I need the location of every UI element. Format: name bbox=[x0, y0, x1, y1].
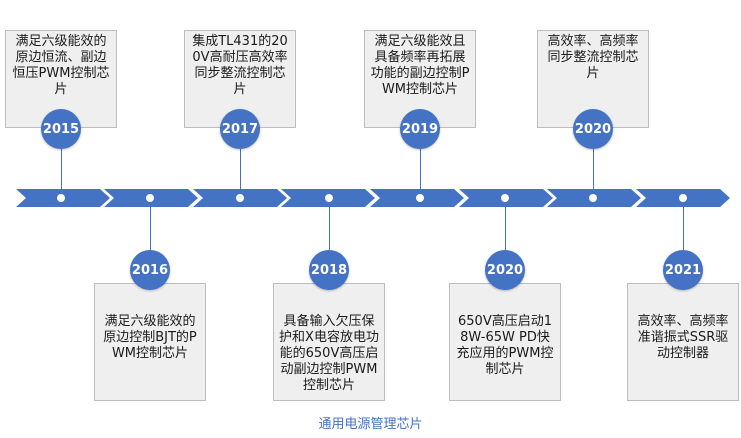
year-badge: 2018 bbox=[309, 250, 349, 290]
year-badge: 2015 bbox=[41, 109, 81, 149]
event-description: 高效率、高频率准谐振式SSR驱动控制器 bbox=[627, 283, 739, 401]
year-badge: 2016 bbox=[130, 250, 170, 290]
timeline-node-dot bbox=[325, 194, 333, 202]
event-description: 满足六级能效的原边控制BJT的PWM控制芯片 bbox=[94, 283, 206, 401]
timeline-connector bbox=[504, 198, 506, 250]
timeline-node-dot bbox=[236, 194, 244, 202]
diagram-caption: 通用电源管理芯片 bbox=[318, 417, 423, 432]
timeline-connector bbox=[419, 149, 421, 198]
event-description: 具备输入欠压保护和X电容放电功能的650V高压启动副边控制PWM控制芯片 bbox=[273, 283, 385, 401]
timeline-connector bbox=[592, 149, 594, 198]
year-badge: 2020 bbox=[573, 109, 613, 149]
year-badge: 2020 bbox=[485, 250, 525, 290]
timeline-connector bbox=[60, 149, 62, 198]
timeline-connector bbox=[239, 149, 241, 198]
timeline-connector bbox=[149, 198, 151, 250]
year-badge: 2021 bbox=[663, 250, 703, 290]
year-badge: 2019 bbox=[400, 109, 440, 149]
timeline-connector bbox=[682, 198, 684, 250]
timeline-node-dot bbox=[416, 194, 424, 202]
timeline-node-dot bbox=[57, 194, 65, 202]
event-description: 650V高压启动18W-65W PD快充应用的PWM控制芯片 bbox=[449, 283, 561, 401]
timeline-node-dot bbox=[589, 194, 597, 202]
timeline-node-dot bbox=[501, 194, 509, 202]
timeline-node-dot bbox=[146, 194, 154, 202]
timeline-connector bbox=[328, 198, 330, 250]
timeline-node-dot bbox=[679, 194, 687, 202]
year-badge: 2017 bbox=[220, 109, 260, 149]
